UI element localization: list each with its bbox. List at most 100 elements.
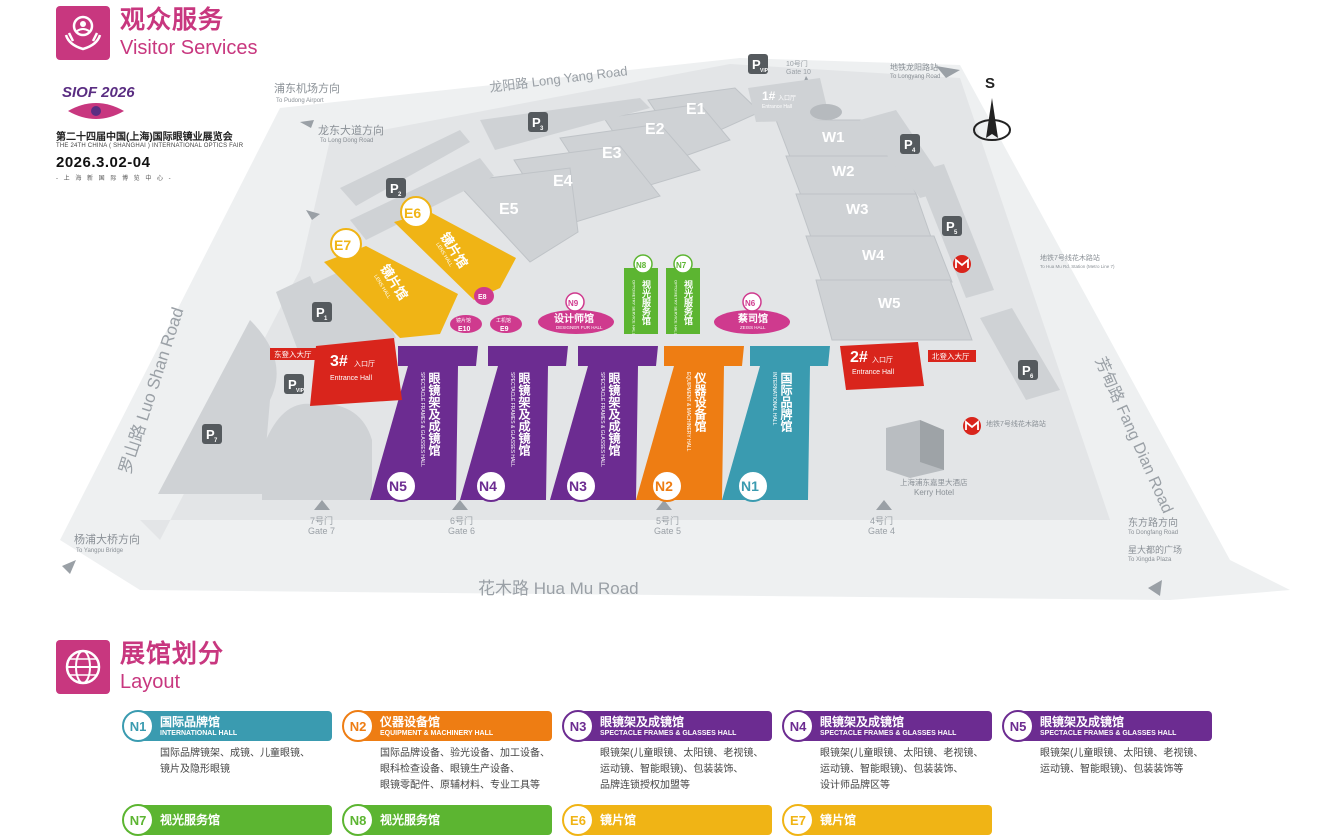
hall-w3-label: W3 (846, 201, 869, 218)
gate6-cn: 6号门 (450, 515, 473, 526)
hall-n5-badge (385, 470, 417, 502)
hall-n2-en: EQUIPMENT & MACHINERY HALL (685, 372, 691, 452)
gate10-en: Gate 10 (786, 69, 811, 76)
arrow-longdong (306, 210, 320, 220)
metro-icon-2 (963, 417, 981, 435)
gate6-en: Gate 6 (448, 526, 475, 536)
arrow-pudong (300, 120, 314, 128)
parking-p5-number: 5 (954, 230, 958, 236)
hall-e9-shape (490, 315, 522, 333)
hall-e7-shape (324, 246, 458, 338)
parking-p5-bg (942, 216, 962, 236)
direction-yangpu-cn: 杨浦大桥方向 (74, 532, 140, 546)
direction-yangpu-en: To Yangpu Bridge (76, 548, 124, 554)
entrance-1-cn: 入口厅 (778, 95, 796, 102)
direction-longdong-cn: 龙东大道方向 (318, 123, 384, 137)
west-hall-labels: W1 W2 W3 W4 W5 (822, 129, 901, 312)
park-area-shape (262, 403, 372, 500)
hall-card-title-cn: 镜片馆 (600, 813, 637, 827)
parking-p1-number: 1 (324, 316, 328, 322)
parking-vip2-number: VIP (760, 68, 769, 74)
gates: 7号门 Gate 7 6号门 Gate 6 5号门 Gate 5 4号门 Gat… (308, 59, 895, 536)
hall-e9-label: E9 (500, 326, 509, 333)
hall-e1-label: E1 (686, 101, 706, 118)
hall-card-badge: N2 (342, 710, 374, 742)
east-halls (454, 87, 761, 263)
hall-n8-badge (633, 254, 653, 274)
arrow-gate4 (876, 500, 892, 510)
hall-n2-badge (651, 470, 683, 502)
hall-e7-badge-circle (330, 228, 362, 260)
hall-n7-en: OPTOMETRY SERVICE HALL (674, 280, 679, 336)
hall-n3-id: N3 (569, 478, 587, 494)
entrance-3: 3# 入口厅 Entrance Hall 东登入大厅 (270, 338, 402, 406)
hall-card-title-cn: 国际品牌馆 (160, 714, 221, 729)
hall-n2-id: N2 (655, 478, 673, 494)
parking-p1-icon: P (316, 305, 325, 320)
hall-card-badge: N8 (342, 804, 374, 836)
hall-card-description-line: 镜片及隐形眼镜 (160, 764, 230, 775)
hall-n8-en: OPTOMETRY SERVICE HALL (632, 280, 637, 336)
hall-n7-badge (673, 254, 693, 274)
hall-n4-en: SPECTACLE FRAMES & GLASSES HALL (509, 372, 515, 467)
hall-n5-en: SPECTACLE FRAMES & GLASSES HALL (419, 372, 425, 467)
parking-vip1-number: VIP (296, 388, 305, 394)
hall-e5-label: E5 (499, 201, 519, 218)
logo-badge: SIOF 2026 (62, 84, 135, 101)
direction-metro7-en: To Hua Mu Rd. Station (Metro Line 7) (1040, 264, 1115, 269)
hall-e7-badge: E7 (330, 228, 362, 260)
hall-card-title-cn: 仪器设备馆 (380, 714, 441, 729)
hall-w5-shape (815, 279, 973, 341)
parking-p3-icon: P (532, 115, 541, 130)
hall-card-badge: N1 (122, 710, 154, 742)
hall-card-description-line: 眼镜架(儿童眼镜、太阳镜、老视镜、 (820, 748, 984, 759)
hall-w1-label: W1 (822, 129, 845, 146)
entrance-1-en: Entrance Hall (762, 104, 792, 110)
hall-card-description: 眼镜架(儿童眼镜、太阳镜、老视镜、运动镜、智能眼镜)、包装装饰、设计师品牌区等 (820, 746, 992, 794)
hall-n9-id: N9 (568, 299, 579, 308)
fair-date: 2026.3.02-04 (56, 154, 151, 171)
hall-n3-badge (565, 470, 597, 502)
parking-p4-icon: P (904, 137, 913, 152)
direction-pudong-en: To Pudong Airport (276, 98, 324, 104)
hall-card-description-line: 国际品牌设备、验光设备、加工设备、 (380, 748, 550, 759)
direction-arrows (62, 66, 1162, 596)
hall-n4-badge (475, 470, 507, 502)
hall-n2-shape (636, 346, 744, 500)
direction-dongfang-en: To Dongfang Road (1128, 530, 1178, 536)
direction-longyang-metro-cn: 地铁龙阳路站 (890, 62, 938, 72)
arrow-south-east (1148, 580, 1162, 596)
entrance-2-en: Entrance Hall (852, 369, 894, 376)
hall-card-description-line: 品牌连锁授权加盟等 (600, 780, 690, 791)
direction-xingda-cn: 星大都的广场 (1128, 544, 1182, 555)
hall-n3-cn: 眼镜架及成镜馆 (607, 372, 621, 457)
hall-e5-shape (454, 167, 579, 263)
hall-card-description-line: 眼镜零配件、原辅材料、专业工具等 (380, 780, 540, 791)
parking-vip2-bg (748, 54, 768, 74)
parking-vip2-icon: P (752, 57, 761, 72)
visitor-services-title-en: Visitor Services (120, 37, 258, 59)
hall-e6-badge: E6 (400, 196, 432, 228)
hotel-name-en: Kerry Hotel (914, 488, 954, 497)
hall-card-title-en: INTERNATIONAL HALL (160, 729, 238, 737)
parking-p6-bg (1018, 360, 1038, 380)
entrance-2-tag-bg (928, 350, 976, 362)
hall-n1-cn: 国际品牌馆 (779, 372, 793, 433)
eye-logo-icon (68, 103, 124, 119)
small-halls: E8 镜片馆 E10 工机馆 E9 (450, 287, 522, 333)
hall-e8-shape (474, 287, 494, 305)
hall-n7: N7 视光服务馆 OPTOMETRY SERVICE HALL (666, 254, 700, 336)
hall-n2-cn: 仪器设备馆 (693, 372, 707, 433)
kerry-hotel: 上海浦东嘉里大酒店 Kerry Hotel (886, 420, 968, 497)
parking-p7-icon: P (206, 427, 215, 442)
entrance-1-shape (748, 78, 830, 122)
direction-longdong: 龙东大道方向 To Long Dong Road (318, 123, 384, 144)
